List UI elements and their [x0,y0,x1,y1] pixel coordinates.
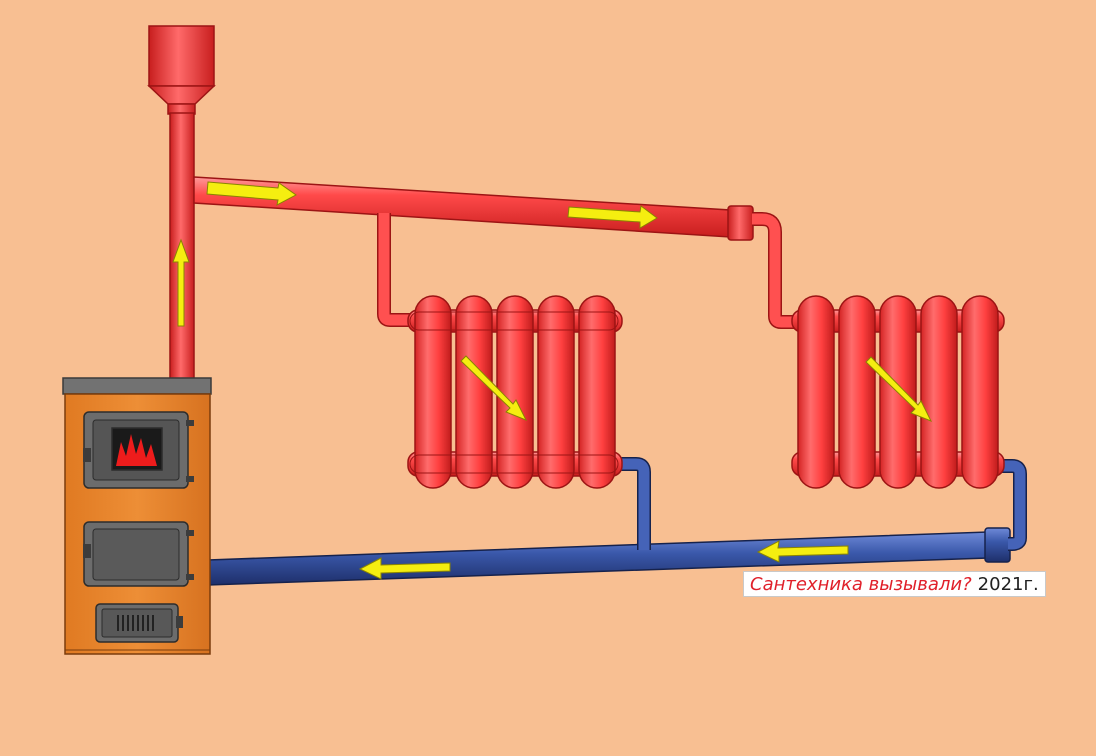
boiler [62,377,212,655]
flow-arrow [172,238,190,327]
flame-icon [116,434,157,466]
radiator-fin [838,295,876,489]
radiator-fin [537,295,575,489]
expansion-funnel [147,25,216,115]
flow-arrow [756,540,849,563]
radiator-fin [961,295,999,489]
return-coupling [984,527,1011,563]
caption-question: Сантехника вызывали? [750,573,972,595]
radiator-fin [496,295,534,489]
caption-label: Сантехника вызывали? 2021г. [743,571,1046,597]
flow-arrow [206,181,297,206]
caption-year: 2021г. [977,573,1039,595]
supply-coupling [727,205,754,241]
supply-main-pipe [193,176,731,238]
flow-arrow [460,355,528,421]
radiator-right [791,295,1005,489]
radiator-fin [797,295,835,489]
radiator-fin [414,295,452,489]
flow-arrow [567,205,658,229]
radiator-fin [455,295,493,489]
radiator-fin [578,295,616,489]
flow-arrow [865,356,933,422]
radiator-fin [920,295,958,489]
vent-slots [117,615,154,631]
boiler-top-plate [62,377,212,395]
flow-arrow [358,557,451,580]
flow-arrows [172,181,933,580]
radiator-left [407,295,623,489]
